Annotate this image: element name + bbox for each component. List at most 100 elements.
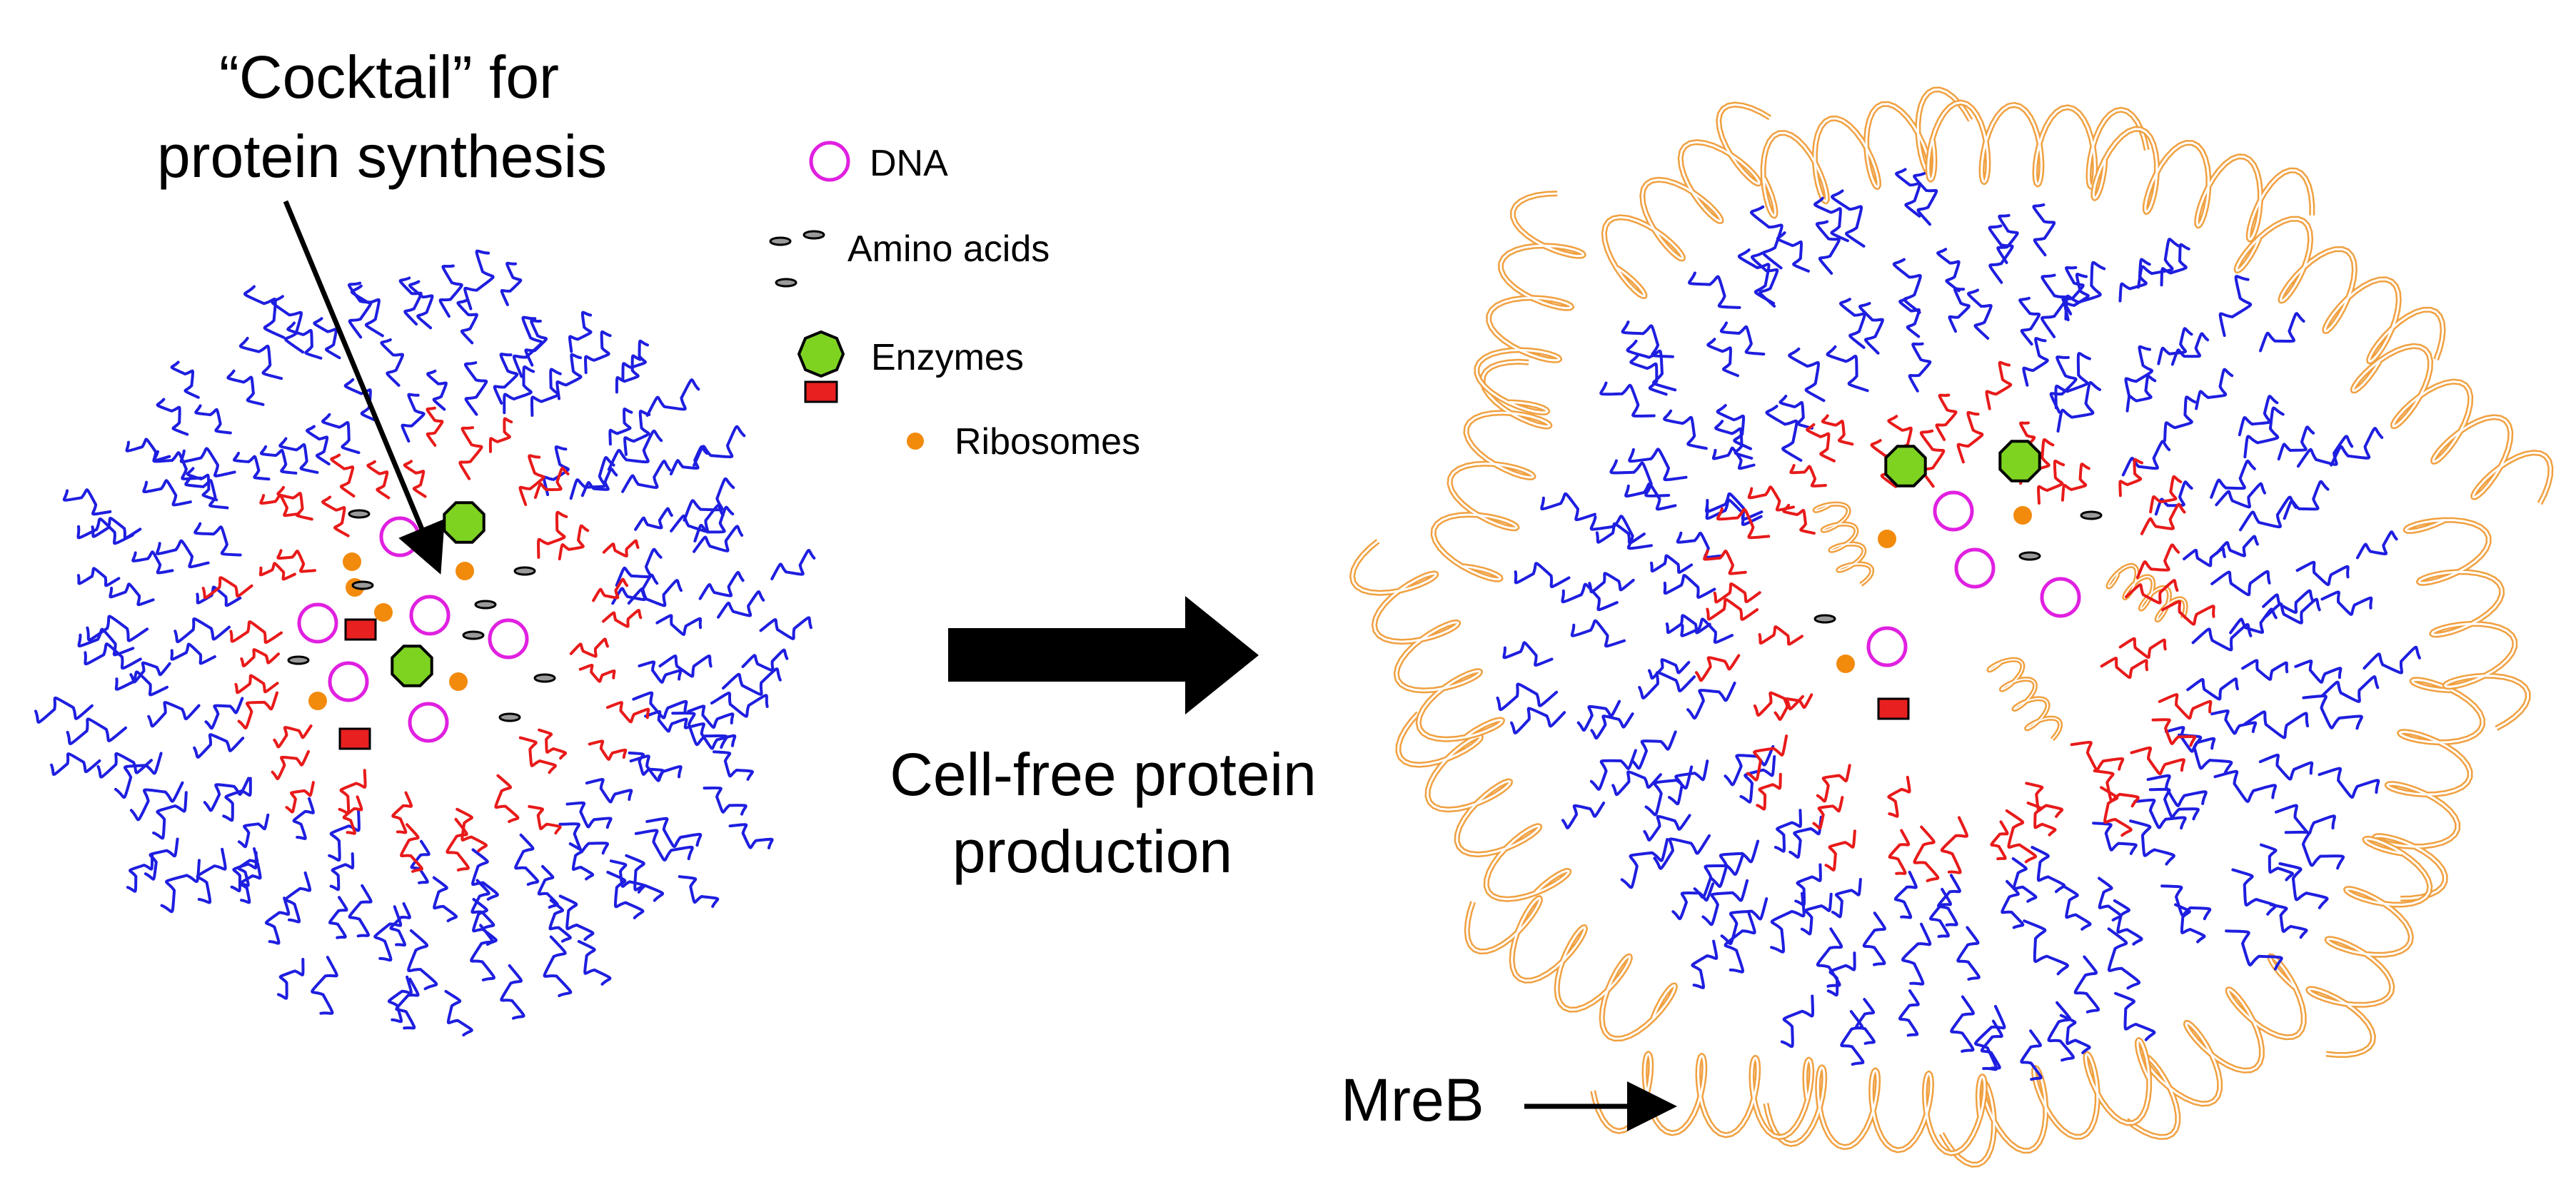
lipid-squiggle	[1716, 507, 1771, 540]
lipid-squiggle	[193, 522, 242, 557]
lipid-squiggle	[2148, 787, 2200, 821]
left-vesicle-contents	[287, 501, 556, 750]
lipid-squiggle	[1956, 926, 1981, 981]
lipid-squiggle	[129, 661, 171, 684]
lipid-squiggle	[1967, 288, 1993, 340]
lipid-squiggle	[1665, 614, 1711, 635]
lipid-squiggle	[1746, 734, 1788, 782]
mreb-helix-core	[2092, 128, 2313, 241]
enzyme-octagon	[1884, 445, 1927, 488]
lipid-squiggle	[380, 338, 404, 387]
mreb-helix-core	[1432, 360, 1551, 581]
lipid-squiggle	[306, 425, 331, 466]
enzyme-octagon	[391, 645, 433, 687]
lipid-squiggle	[1892, 258, 1922, 314]
lipid-squiggle	[713, 750, 754, 781]
lipid-squiggle	[1950, 995, 1975, 1053]
amino-acid	[348, 509, 371, 519]
lipid-squiggle	[555, 353, 583, 400]
lipid-squiggle	[1701, 879, 1749, 926]
lipid-squiggle	[456, 299, 478, 345]
lipid-squiggle	[2107, 927, 2141, 990]
lipid-squiggle	[1778, 395, 1813, 430]
lipid-squiggle	[645, 817, 703, 848]
mreb-label: MreB	[1341, 1066, 1484, 1133]
lipid-squiggle	[1706, 338, 1739, 378]
mreb-helix-core	[2307, 837, 2431, 1056]
lipid-squiggle	[1709, 839, 1760, 888]
mreb-helix-core	[2373, 678, 2484, 900]
lipid-squiggle	[147, 701, 201, 728]
dna-circle	[1954, 547, 1996, 589]
lipid-squiggle	[1663, 574, 1716, 599]
amino-acid	[462, 630, 485, 640]
lipid-squiggle	[2130, 746, 2185, 776]
lipid-squiggle	[2218, 275, 2252, 337]
lipid-squiggle	[2140, 502, 2186, 535]
mreb-helix-core	[1927, 101, 2148, 188]
lipid-squiggle	[472, 898, 498, 946]
legend-label-dna: DNA	[870, 143, 948, 184]
lipid-squiggle	[1794, 863, 1822, 906]
lipid-squiggle	[144, 837, 179, 881]
lipid-squiggle	[634, 829, 694, 862]
lipid-squiggle	[2022, 337, 2049, 387]
ribosome-dot	[343, 552, 361, 571]
lipid-squiggle	[644, 710, 688, 733]
lipid-squiggle	[2158, 693, 2213, 720]
lipid-squiggle	[2163, 395, 2197, 443]
lipid-squiggle	[2231, 868, 2278, 916]
lipid-squiggle	[285, 781, 315, 814]
lipid-squiggle	[1750, 205, 1783, 270]
lipid-squiggle	[1776, 231, 1810, 273]
lipid-squiggle	[1888, 829, 1910, 875]
mreb-helix-core	[1397, 712, 1570, 901]
lipid-squiggle	[1695, 654, 1741, 682]
title-line-1: “Cocktail” for	[219, 44, 559, 111]
lipid-squiggle	[1821, 414, 1854, 446]
lipid-squiggle	[1893, 870, 1918, 919]
lipid-squiggle	[76, 567, 121, 587]
lipid-squiggle	[1716, 404, 1752, 450]
lipid-squiggle	[240, 648, 280, 667]
dna-circle	[1866, 626, 1908, 667]
lipid-squiggle	[488, 417, 513, 453]
lipid-squiggle	[152, 450, 202, 480]
lipid-squiggle	[2023, 919, 2069, 976]
lipid-squiggle	[558, 524, 590, 560]
lipid-squiggle	[1514, 562, 1571, 588]
amino-acid	[498, 712, 521, 722]
lipid-squiggle	[2296, 435, 2354, 468]
dna-legend-icon	[809, 141, 850, 182]
mreb-helix	[1395, 711, 1572, 902]
mreb-helix-core	[1466, 896, 1676, 1040]
lipid-squiggle	[728, 823, 774, 849]
mreb-helix	[1590, 1051, 1815, 1141]
title-line-2: protein synthesis	[157, 123, 607, 190]
mreb-helix-core	[1762, 88, 1971, 217]
lipid-squiggle	[2239, 495, 2298, 532]
lipid-squiggle	[670, 504, 725, 533]
lipid-squiggle	[373, 905, 403, 962]
lipid-squiggle	[2318, 767, 2380, 799]
lipid-squiggle	[1816, 764, 1851, 803]
lipid-squiggle	[1858, 302, 1884, 355]
lipid-squiggle	[2213, 769, 2277, 803]
lipid-squiggle	[2037, 459, 2066, 505]
right-vesicle-contents	[1813, 440, 2103, 720]
lipid-squiggle	[2277, 425, 2315, 461]
mreb-helix-core	[2125, 955, 2305, 1138]
lipid-squiggle	[259, 445, 298, 475]
lipid-squiggle	[1800, 892, 1833, 936]
lipid-squiggle	[1496, 682, 1559, 712]
dna-circle	[2040, 577, 2081, 618]
lipid-squiggle	[1653, 834, 1711, 870]
lipid-squiggle	[1510, 707, 1566, 734]
lipid-squiggle	[1628, 448, 1688, 482]
lipid-squiggle	[343, 378, 379, 423]
lipid-squiggle	[391, 791, 413, 834]
lipid-squiggle	[1502, 641, 1554, 667]
lipid-squiggle	[1789, 464, 1827, 488]
lipid-squiggle	[463, 249, 495, 310]
lipid-squiggle	[2215, 482, 2266, 509]
